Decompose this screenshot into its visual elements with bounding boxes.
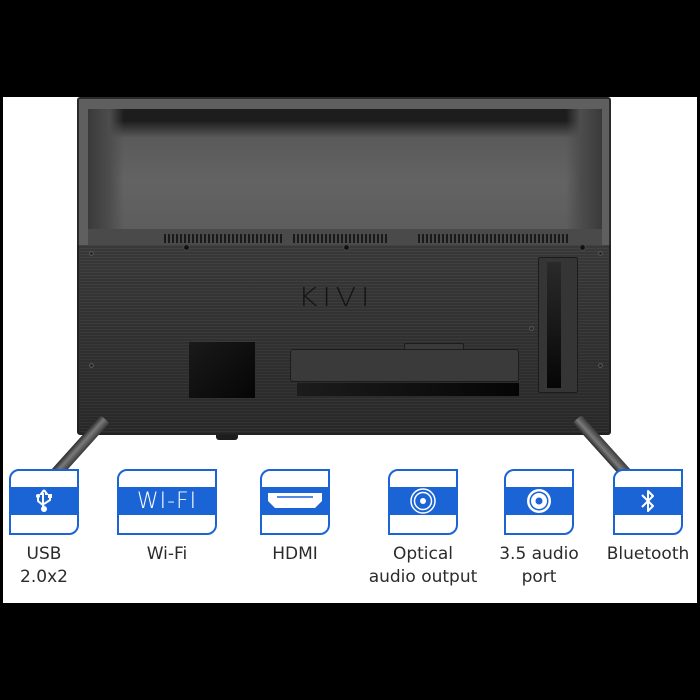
feature-label: Wi-Fi (115, 543, 219, 566)
wifi-text-icon: WI-FI (117, 469, 217, 535)
wifi-icon-text: WI-FI (136, 488, 198, 514)
usb-icon (9, 469, 79, 535)
feature-audio35: 3.5 audio port (491, 469, 587, 589)
bluetooth-symbol-icon (641, 490, 654, 512)
vent-strip (88, 229, 602, 249)
hdmi-port-icon (260, 469, 330, 535)
mount-screw (183, 244, 190, 251)
feature-label-line1: 3.5 audio (499, 544, 579, 564)
feature-label: USB 2.0x2 (6, 543, 82, 589)
io-plate-notch (404, 343, 464, 352)
feature-label: 3.5 audio port (491, 543, 587, 589)
mount-screw (343, 244, 350, 251)
feature-wifi: WI-FI Wi-Fi (115, 469, 219, 566)
feature-label-line1: USB (26, 544, 62, 564)
feature-bluetooth: Bluetooth (599, 469, 697, 566)
panel-screw (529, 326, 534, 331)
feature-label: Bluetooth (599, 543, 697, 566)
io-cover-plate (290, 349, 519, 382)
side-port-panel (538, 257, 578, 393)
tv-rear-recess (88, 109, 602, 229)
audio-jack-symbol-icon (527, 489, 551, 513)
usb-symbol-icon (36, 489, 52, 512)
corner-screw (89, 363, 94, 368)
product-image-canvas: KIVI (3, 97, 697, 603)
mount-screw (579, 244, 586, 251)
tv-rear-view: KIVI (48, 97, 643, 481)
optical-symbol-icon (410, 488, 436, 514)
audio-jack-icon (504, 469, 574, 535)
feature-label: Optical audio output (363, 543, 483, 589)
vent-grille (164, 234, 284, 243)
feature-label-line2: port (521, 567, 557, 587)
corner-screw (598, 251, 603, 256)
feature-label-line1: Wi-Fi (146, 544, 188, 564)
feature-label-line1: HDMI (272, 544, 318, 564)
bottom-tab (216, 435, 238, 440)
tv-back-panel: KIVI (77, 244, 611, 435)
feature-icons-row: USB 2.0x2 WI-FI Wi-Fi HD (3, 469, 697, 603)
feature-label-line1: Optical (392, 544, 454, 564)
vent-grille (418, 234, 568, 243)
corner-screw (89, 251, 94, 256)
side-port-slot (547, 262, 561, 388)
vent-grille (293, 234, 389, 243)
feature-optical: Optical audio output (363, 469, 483, 589)
feature-usb: USB 2.0x2 (6, 469, 82, 589)
optical-port-icon (388, 469, 458, 535)
feature-hdmi: HDMI (257, 469, 333, 566)
feature-label-line1: Bluetooth (606, 544, 690, 564)
feature-label: HDMI (257, 543, 333, 566)
bluetooth-icon (613, 469, 683, 535)
feature-label-line2: audio output (368, 567, 478, 587)
power-input-area (189, 342, 255, 398)
io-port-slot (297, 383, 519, 396)
hdmi-symbol-icon (268, 493, 322, 508)
feature-label-line2: 2.0x2 (20, 567, 68, 587)
corner-screw (598, 363, 603, 368)
brand-logo: KIVI (298, 283, 375, 313)
